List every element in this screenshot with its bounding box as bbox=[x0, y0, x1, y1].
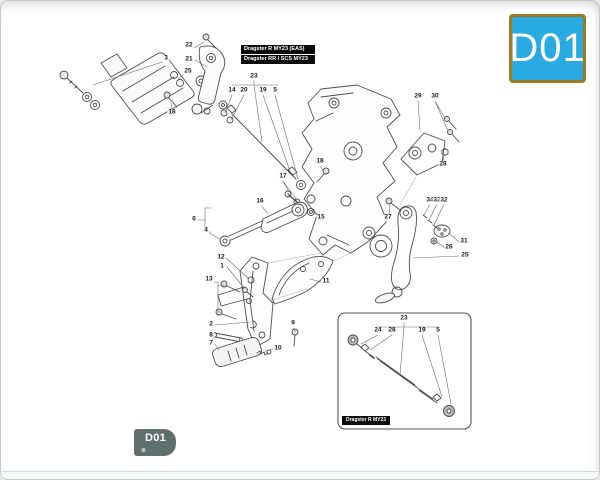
part-callout: 27 bbox=[383, 213, 393, 222]
part-callout: 8 bbox=[208, 331, 214, 340]
part-callout: 28 bbox=[387, 326, 397, 335]
part-callout: 20 bbox=[239, 86, 249, 95]
gear-pedal bbox=[374, 197, 451, 304]
part-callout: 25 bbox=[183, 67, 193, 76]
inset-box bbox=[337, 312, 472, 430]
section-tab-d01[interactable]: D01 ⊗ bbox=[134, 429, 176, 456]
frame-plate bbox=[301, 84, 401, 258]
shift-lever bbox=[219, 201, 308, 247]
part-callout: 1 bbox=[219, 262, 225, 271]
footer-strip bbox=[1, 472, 599, 479]
part-callout: 3 bbox=[163, 54, 169, 63]
part-callout: 32 bbox=[439, 196, 449, 205]
part-callout: 2 bbox=[208, 320, 214, 329]
footpeg-hardware bbox=[212, 320, 299, 367]
footer-divider bbox=[1, 471, 599, 472]
mount-bolt-washers bbox=[59, 70, 100, 110]
part-callout: 5 bbox=[435, 326, 441, 335]
part-callout: 18 bbox=[315, 157, 325, 166]
variant-label: Dragster RR / SCS MY23 bbox=[241, 55, 315, 65]
part-callout: 31 bbox=[459, 237, 469, 246]
part-callout: 11 bbox=[321, 277, 331, 286]
part-callout: 26 bbox=[444, 243, 454, 252]
part-callout: 13 bbox=[204, 275, 214, 284]
part-callout: 21 bbox=[184, 55, 194, 64]
part-callout: 23 bbox=[249, 72, 259, 81]
part-callout: 24 bbox=[373, 326, 383, 335]
assembly-lines bbox=[267, 252, 352, 302]
footpeg-bracket bbox=[215, 256, 274, 348]
section-tab-label: D01 bbox=[145, 432, 167, 444]
part-callout: 22 bbox=[184, 41, 194, 50]
shift-master-cylinder bbox=[100, 52, 214, 125]
part-callout: 29 bbox=[413, 92, 423, 101]
tie-rod bbox=[218, 100, 306, 190]
part-callout: 12 bbox=[216, 253, 226, 262]
lever-pivot-hardware bbox=[284, 167, 330, 216]
part-callout: 6 bbox=[191, 215, 197, 224]
part-callout: 15 bbox=[316, 213, 326, 222]
part-callout: 19 bbox=[417, 326, 427, 335]
part-callout: 17 bbox=[278, 172, 288, 181]
part-callout: 4 bbox=[203, 226, 209, 235]
part-callout: 18 bbox=[167, 108, 177, 117]
leader-lines bbox=[92, 41, 460, 405]
part-callout: 10 bbox=[273, 344, 283, 353]
crossed-circle-icon: ⊗ bbox=[141, 448, 147, 454]
pedal-mount-bracket bbox=[399, 116, 460, 206]
part-callout: 34 bbox=[425, 196, 435, 205]
part-callout: 23 bbox=[399, 314, 409, 323]
inset-caption: Dragster R MY23 bbox=[342, 416, 391, 425]
pivot-bolt-18 bbox=[163, 91, 178, 108]
part-callout: 33 bbox=[432, 196, 442, 205]
part-callout: 14 bbox=[227, 86, 237, 95]
part-callout: 5 bbox=[272, 86, 278, 95]
part-callout: 19 bbox=[258, 86, 268, 95]
part-callout: 30 bbox=[430, 92, 440, 101]
variant-labels: Dragster R MY23 (EAS)Dragster RR / SCS M… bbox=[241, 45, 315, 65]
part-callout: 25 bbox=[460, 251, 470, 260]
part-callout: 9 bbox=[290, 319, 296, 328]
part-callout: 7 bbox=[208, 339, 214, 348]
variant-label: Dragster R MY23 (EAS) bbox=[241, 45, 315, 55]
part-callout: 16 bbox=[255, 197, 265, 206]
pump-lever bbox=[197, 33, 226, 105]
page-code-badge: D01 bbox=[509, 14, 586, 83]
part-callout: 28 bbox=[438, 160, 448, 169]
